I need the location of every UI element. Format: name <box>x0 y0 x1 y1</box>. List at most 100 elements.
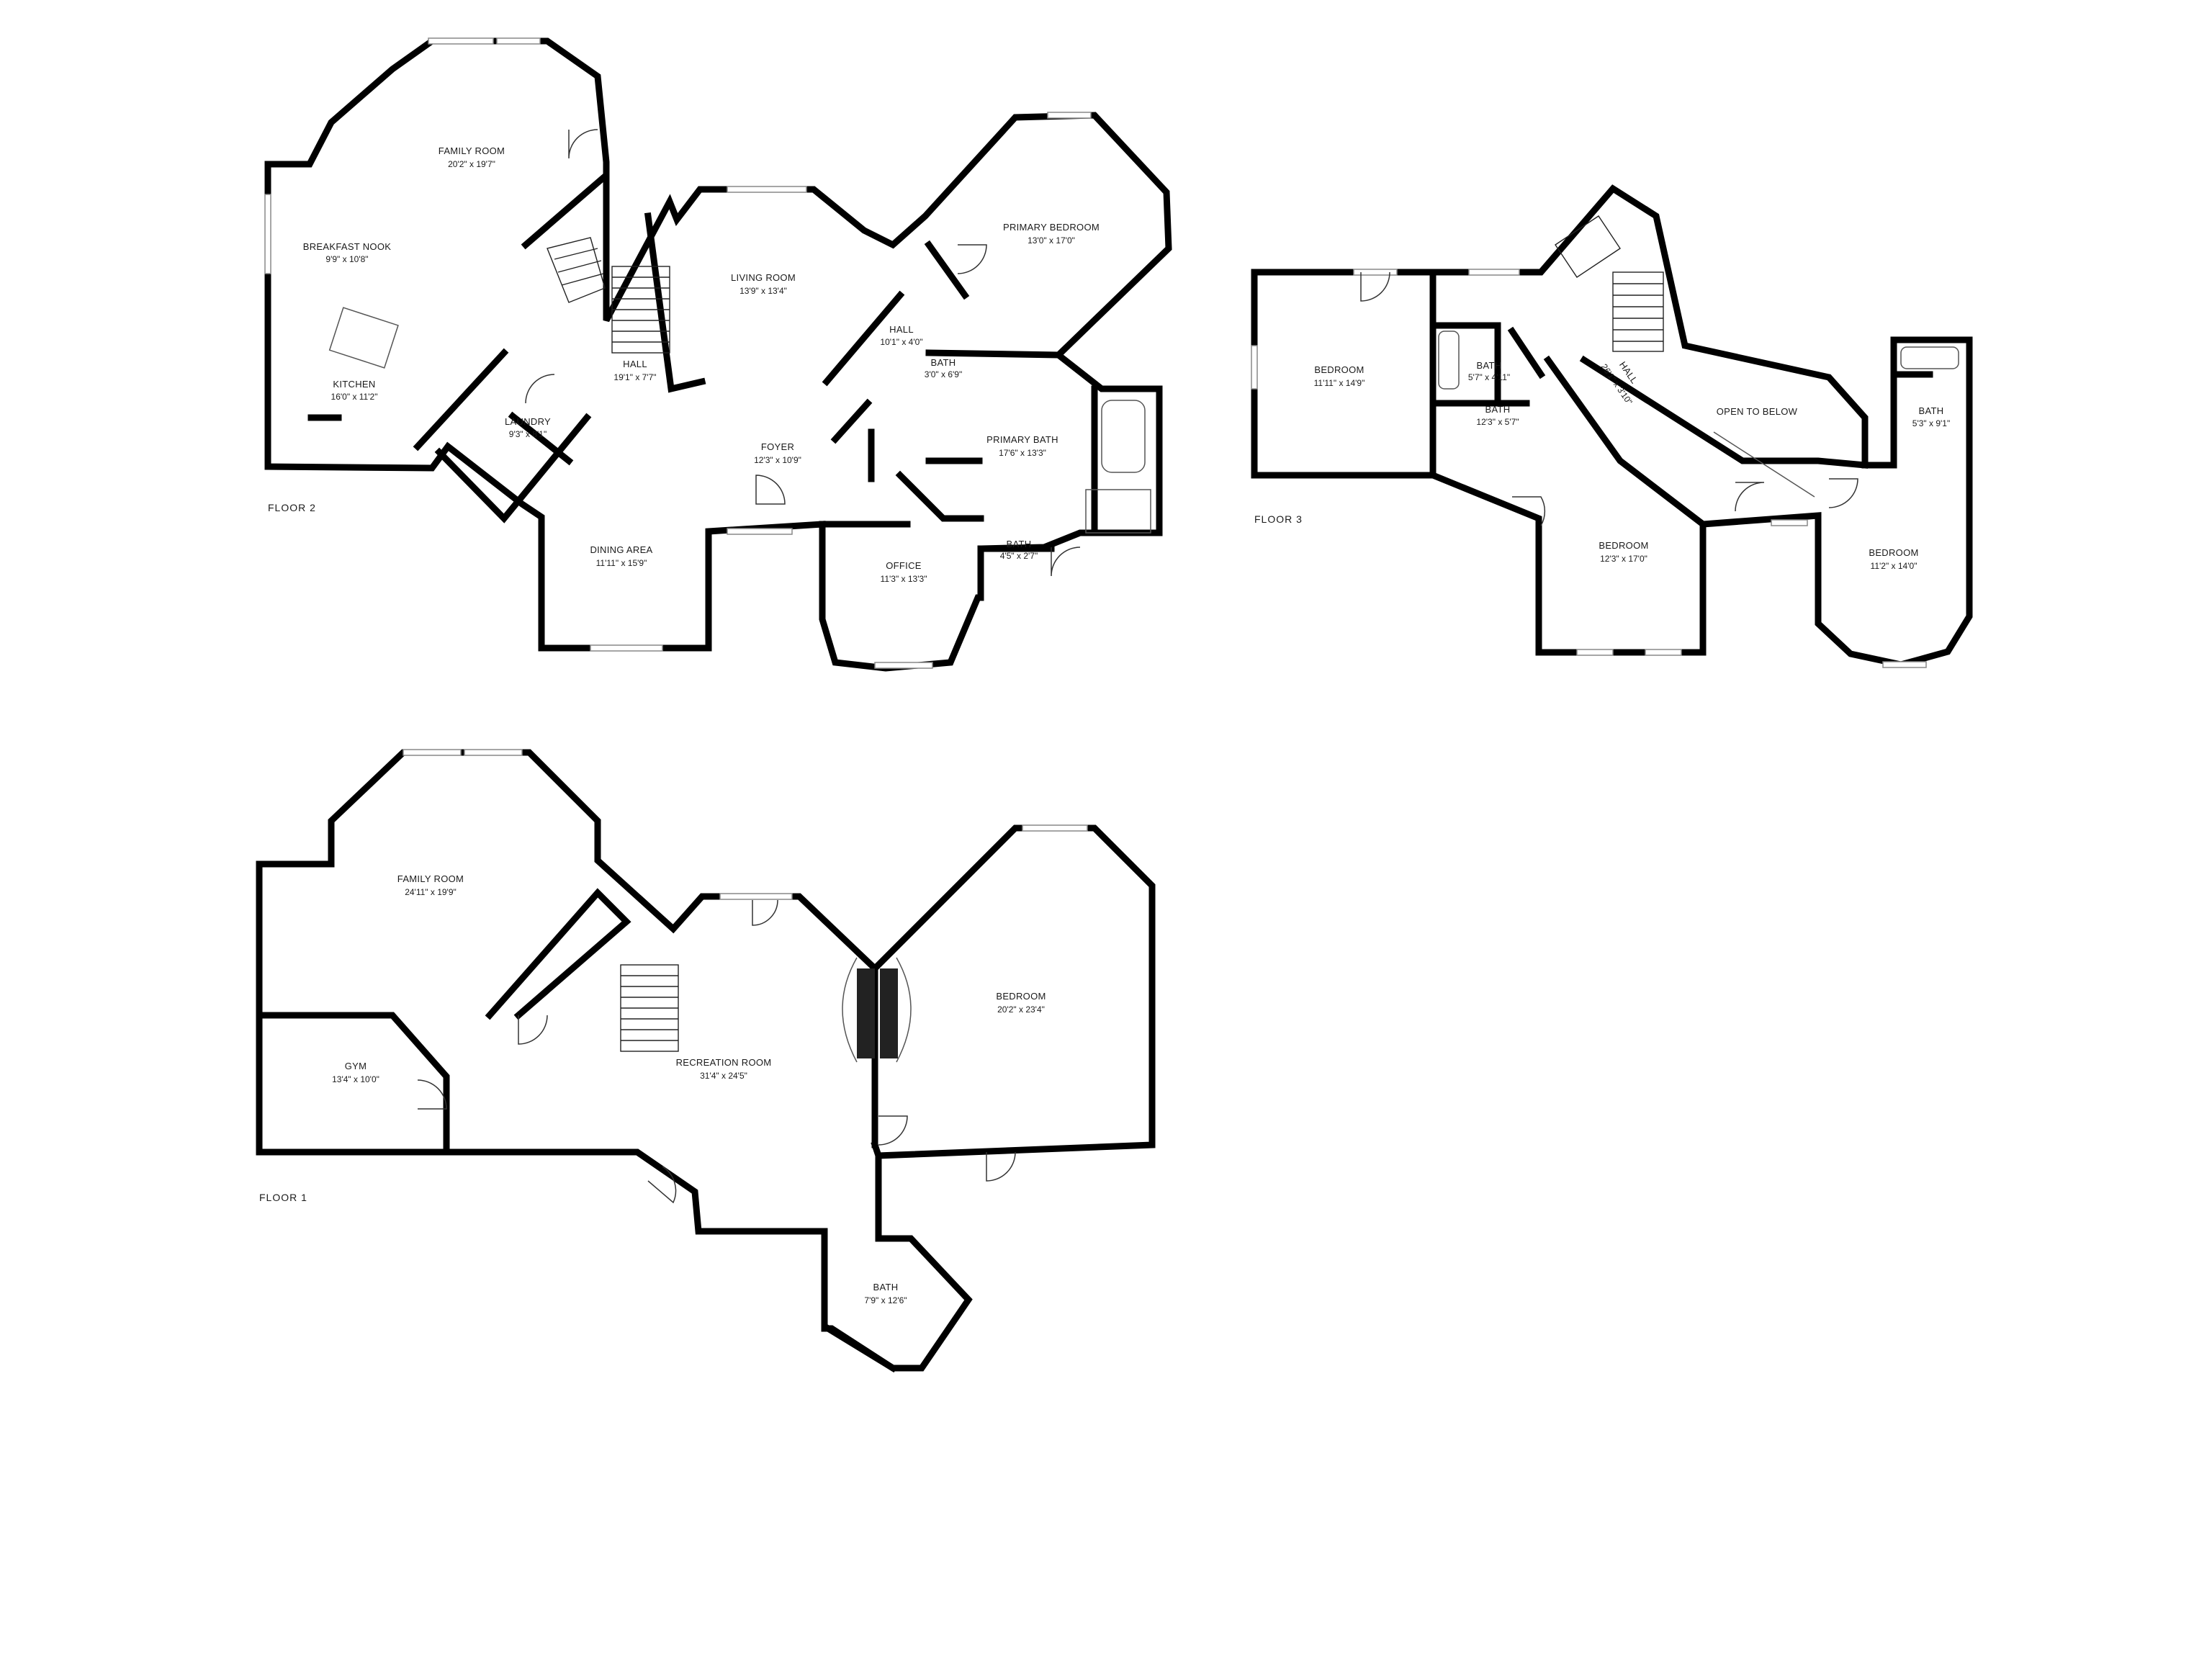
room-name: BATH <box>1919 405 1944 416</box>
room-dimensions: 12'3" x 10'9" <box>754 455 801 465</box>
room-dimensions: 11'2" x 14'0" <box>1871 561 1917 571</box>
floor-1-stairs <box>620 964 679 1052</box>
window <box>874 662 933 669</box>
room-dimensions: 5'3" x 9'1" <box>1912 418 1950 428</box>
room-name: FOYER <box>761 441 794 452</box>
room-dimensions: 20'2" x 19'7" <box>448 159 495 169</box>
room-dimensions: 13'4" x 10'0" <box>332 1074 379 1084</box>
window <box>496 37 541 45</box>
room-dimensions: 9'9" x 10'8" <box>325 254 368 264</box>
door <box>525 374 555 404</box>
bathtub <box>1438 331 1460 390</box>
floor-3-exterior-wall <box>1251 184 1973 668</box>
room-dimensions: 16'0" x 11'2" <box>331 392 378 402</box>
room-name: BATH <box>931 357 956 368</box>
floor-label: FLOOR 2 <box>268 502 316 513</box>
door <box>878 1115 908 1146</box>
window <box>590 644 663 652</box>
window <box>1353 269 1398 276</box>
room-name: RECREATION ROOM <box>676 1057 772 1068</box>
window <box>464 749 523 756</box>
fireplace <box>842 957 912 1063</box>
window <box>719 893 793 900</box>
bathtub <box>1900 346 1959 369</box>
door <box>647 1166 677 1204</box>
room-dimensions: 11'11" x 14'9" <box>1314 378 1365 388</box>
room-name: BREAKFAST NOOK <box>303 241 391 252</box>
door <box>568 129 598 159</box>
door <box>1051 547 1081 577</box>
floor-label: FLOOR 1 <box>259 1192 307 1203</box>
room-dimensions: 13'0" x 17'0" <box>1028 235 1075 246</box>
room-name: BATH <box>1007 539 1032 549</box>
room-name: PRIMARY BATH <box>986 434 1058 445</box>
room-name: BEDROOM <box>1599 540 1648 551</box>
window <box>1468 269 1520 276</box>
room-dimensions: 17'6" x 13'3" <box>999 448 1046 458</box>
window <box>403 749 462 756</box>
room-name: BEDROOM <box>996 991 1046 1002</box>
door <box>1735 482 1765 512</box>
window <box>1047 112 1092 119</box>
room-name: BATH <box>1485 404 1511 415</box>
room-name: PRIMARY BEDROOM <box>1003 222 1100 233</box>
room-name: BATH <box>873 1282 899 1292</box>
floor-2-plan <box>264 37 1172 672</box>
room-labels: FAMILY ROOM 20'2" x 19'7" BREAKFAST NOOK… <box>259 145 1950 1305</box>
door <box>986 1151 1016 1182</box>
door <box>1828 478 1858 508</box>
room-name: BEDROOM <box>1869 547 1918 558</box>
room-dimensions: 9'3" x 8'1" <box>509 429 547 439</box>
room-dimensions: 10'1" x 4'0" <box>880 337 922 347</box>
room-dimensions: 12'3" x 17'0" <box>1600 554 1647 564</box>
window <box>264 194 271 274</box>
room-name: HALL <box>889 324 914 335</box>
kitchen-island <box>328 307 399 369</box>
room-dimensions: 31'4" x 24'5" <box>700 1071 747 1081</box>
window <box>1882 661 1927 668</box>
door <box>755 475 786 505</box>
floor-1-plan <box>256 749 1156 1373</box>
room-name: HALL <box>623 359 647 369</box>
floor-2-stairs <box>547 237 670 354</box>
shower <box>1085 489 1151 534</box>
bathtub <box>1101 400 1146 473</box>
door <box>957 244 987 274</box>
room-dimensions: 7'9" x 12'6" <box>864 1295 907 1305</box>
floor-1-interior-walls <box>256 888 898 1373</box>
room-name: FAMILY ROOM <box>439 145 505 156</box>
floor-3-interior-walls <box>1429 269 1933 529</box>
room-name: GYM <box>345 1061 367 1071</box>
room-name: KITCHEN <box>333 379 375 390</box>
room-dimensions: 5'7" x 4'11" <box>1468 372 1510 382</box>
room-name: DINING AREA <box>590 544 652 555</box>
window <box>1576 649 1614 656</box>
room-dimensions: 12'3" x 5'7" <box>1476 417 1519 427</box>
room-name: LIVING ROOM <box>731 272 796 283</box>
room-dimensions: 24'11" x 19'9" <box>405 887 457 897</box>
room-name: BATH <box>1477 360 1502 371</box>
room-dimensions: 13'9" x 13'4" <box>739 286 787 296</box>
room-dimensions: 19'1" x 7'7" <box>613 372 656 382</box>
room-name: FAMILY ROOM <box>397 873 464 884</box>
window <box>428 37 494 45</box>
door <box>518 1015 548 1045</box>
room-name: OPEN TO BELOW <box>1717 406 1798 417</box>
room-dimensions: 3'0" x 6'9" <box>925 369 962 379</box>
room-dimensions: 11'3" x 13'3" <box>881 574 927 584</box>
window <box>1022 824 1088 832</box>
floor-1-exterior-wall <box>256 749 1156 1372</box>
room-name: LAUNDRY <box>505 416 551 427</box>
window <box>1251 345 1258 390</box>
floor-3-plan <box>1251 184 1973 668</box>
window <box>1645 649 1682 656</box>
door <box>1360 271 1390 302</box>
window <box>727 528 793 535</box>
room-dimensions: 11'11" x 15'9" <box>596 558 647 568</box>
open-to-below-rail <box>1713 431 1815 498</box>
door <box>752 899 778 926</box>
window <box>1771 519 1808 526</box>
window <box>727 186 807 193</box>
floor-2-interior-walls <box>307 171 1098 552</box>
